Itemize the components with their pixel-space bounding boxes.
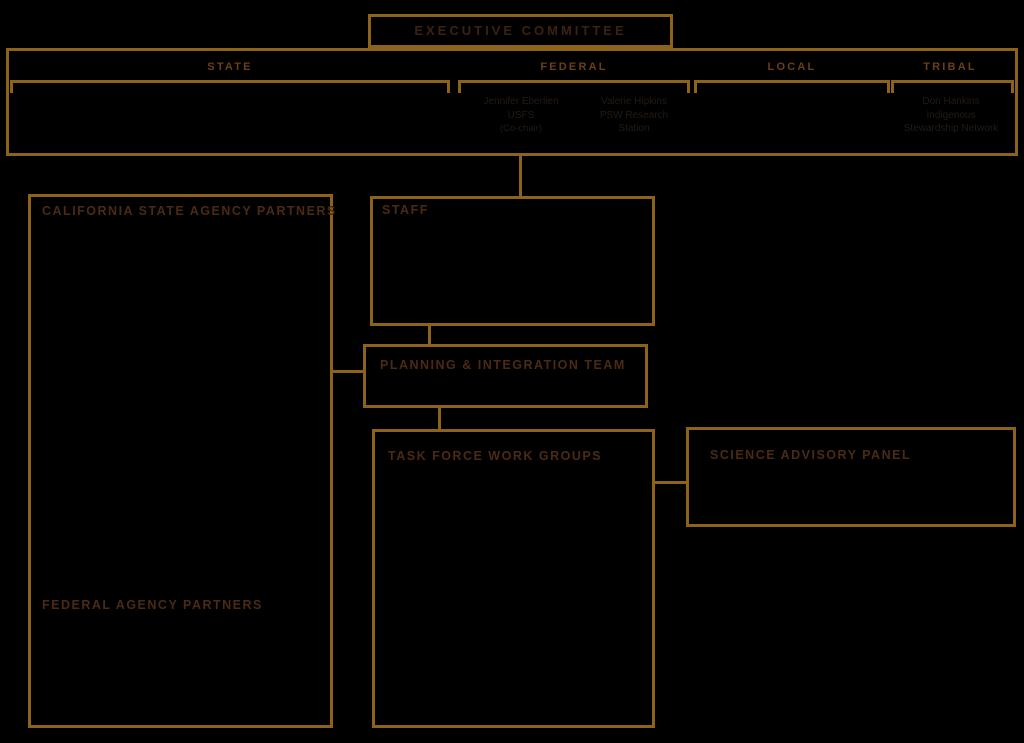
california-state-agency-partners-box [28, 194, 333, 728]
staff-box [370, 196, 655, 326]
task-force-work-groups-box [372, 429, 655, 728]
science-advisory-panel-title: SCIENCE ADVISORY PANEL [710, 448, 912, 462]
member-valerie-hipkins: Valerie Hipkins PSW Research Station [578, 95, 690, 136]
bracket-top-local [694, 80, 890, 83]
member-name: Don Hankins [922, 96, 980, 107]
planning-integration-team-box [363, 344, 648, 408]
staff-title: STAFF [382, 203, 429, 217]
california-state-agency-partners-title: CALIFORNIA STATE AGENCY PARTNERS [42, 204, 337, 218]
column-heading-state: STATE [207, 61, 253, 73]
member-name: Jennifer Eberlien [483, 96, 559, 107]
column-heading-tribal: TRIBAL [923, 61, 977, 73]
task-force-work-groups-title: TASK FORCE WORK GROUPS [388, 449, 603, 463]
bracket-tick-tribal-left [891, 80, 894, 93]
bracket-top-federal [458, 80, 690, 83]
bracket-top-tribal [891, 80, 1014, 83]
federal-agency-partners-title: FEDERAL AGENCY PARTNERS [42, 598, 263, 612]
member-org: USFS [507, 109, 535, 121]
planning-integration-team-title: PLANNING & INTEGRATION TEAM [380, 358, 626, 372]
column-heading-federal: FEDERAL [540, 61, 608, 73]
staff-to-planning-connector [428, 326, 431, 344]
taskforce-to-science-panel-connector [655, 481, 688, 484]
member-name: Valerie Hipkins [601, 96, 667, 107]
bracket-tick-tribal-right [1011, 80, 1014, 93]
member-org-line2: Station [618, 123, 650, 134]
bracket-tick-local-left [694, 80, 697, 93]
column-heading-local: LOCAL [767, 61, 817, 73]
bracket-tick-state-right [447, 80, 450, 93]
bracket-top-state [10, 80, 450, 83]
planning-to-taskforce-connector [438, 408, 441, 430]
science-advisory-panel-box [686, 427, 1016, 527]
bracket-tick-federal-right [687, 80, 690, 93]
bracket-tick-local-right [887, 80, 890, 93]
bracket-tick-state-left [10, 80, 13, 93]
executive-committee-title: EXECUTIVE COMMITTEE [414, 23, 627, 38]
exec-to-container-connector [519, 45, 522, 50]
committee-container-box [6, 48, 1018, 156]
member-role: (Co-chair) [499, 123, 543, 134]
member-org-line2: Stewardship Network [903, 123, 999, 134]
bracket-tick-federal-left [458, 80, 461, 93]
partners-to-planning-connector [333, 370, 365, 373]
member-org: PSW Research [599, 109, 669, 121]
committee-to-staff-connector [519, 156, 522, 196]
member-org: Indigenous [926, 109, 976, 121]
member-don-hankins: Don Hankins Indigenous Stewardship Netwo… [886, 95, 1016, 136]
member-jennifer-eberlien: Jennifer Eberlien USFS (Co-chair) [462, 95, 580, 136]
